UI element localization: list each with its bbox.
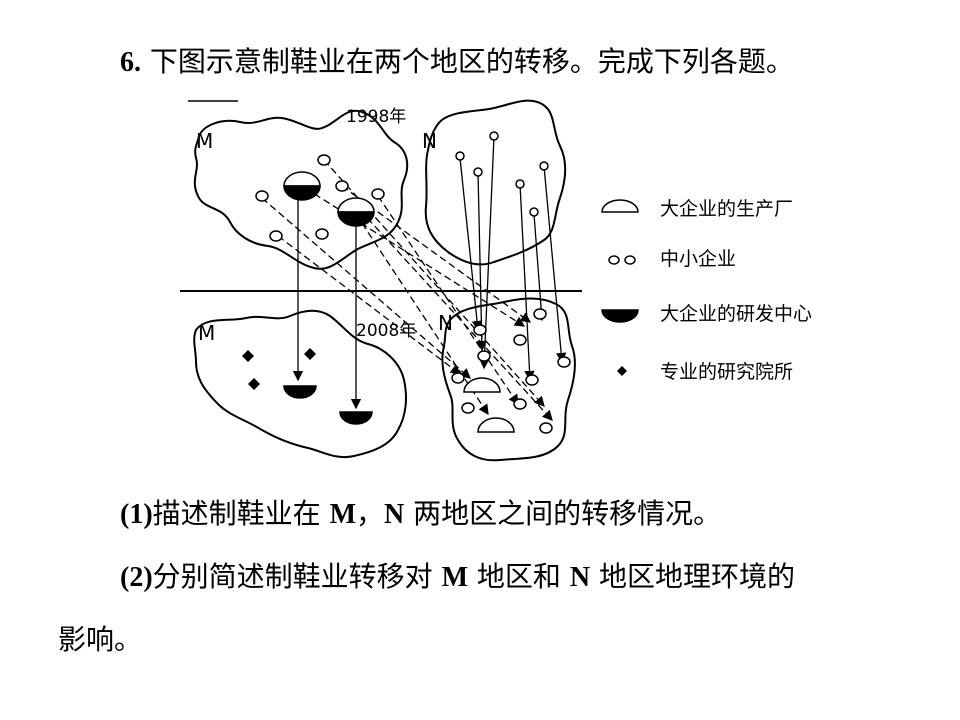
sub-question-2-region-n: N: [569, 562, 591, 593]
legend-label-rd-center: 大企业的研发中心: [660, 303, 812, 325]
sub-question-2-continuation: 影响。: [58, 623, 143, 656]
m-2008-rd-centers: [283, 385, 373, 425]
half-disc-outline-icon: [601, 199, 639, 213]
sub-question-2-region-m: M: [441, 562, 468, 593]
n-2008-small-enterprises: [451, 308, 571, 434]
question-stem: 6. 下图示意制鞋业在两个地区的转移。完成下列各题。: [120, 42, 794, 83]
year-1998-label: 1998年: [346, 107, 406, 127]
half-disc-filled-icon: [601, 309, 639, 323]
sub-question-1-region-m: M: [329, 499, 356, 530]
legend-label-production-factory: 大企业的生产厂: [660, 198, 793, 220]
sub-question-1-text-a: 描述制鞋业在: [152, 497, 330, 530]
legend: 大企业的生产厂 中小企业 大企业的研发中心 专业的研究院所: [601, 198, 812, 383]
n-2008-production-factories: [463, 377, 515, 433]
region-m-1998-label: M: [196, 129, 213, 153]
small-circles-icon: [608, 255, 636, 265]
sub-question-2-number: (2): [120, 562, 153, 593]
sub-question-1-text-b: 两地区之间的转移情况。: [404, 497, 722, 530]
m-2008-research-institutes: [242, 348, 316, 390]
region-n-2008-outline: [441, 297, 576, 462]
legend-label-small-enterprise: 中小企业: [660, 248, 736, 270]
question-number: 6: [120, 47, 134, 78]
region-n-1998-outline: [424, 99, 567, 266]
sub-question-2-text-a: 分别简述制鞋业转移对: [152, 560, 442, 593]
sub-question-1-comma: ，: [356, 497, 385, 530]
legend-label-research-institute: 专业的研究院所: [660, 361, 793, 383]
question-number-sep: .: [134, 47, 141, 78]
sub-question-2-text-c: 地区地理环境的: [590, 560, 795, 593]
question-stem-text: 下图示意制鞋业在两个地区的转移。完成下列各题。: [149, 45, 794, 78]
diamond-icon: [617, 366, 627, 376]
region-n-1998-label: N: [422, 129, 437, 153]
solid-transfer-arrows: [292, 135, 567, 410]
sub-question-1-number: (1): [120, 499, 153, 530]
sub-question-2: (2)分别简述制鞋业转移对 M 地区和 N 地区地理环境的: [120, 557, 795, 598]
region-m-2008-outline: [193, 309, 407, 458]
m-1998-small-enterprises: [255, 154, 385, 242]
region-n-2008-label: N: [438, 311, 453, 335]
sub-question-1: (1)描述制鞋业在 M，N 两地区之间的转移情况。: [120, 494, 721, 535]
m-1998-large-enterprises: [283, 171, 375, 227]
sub-question-2-text-b: 地区和: [468, 560, 570, 593]
region-m-1998-outline: [193, 109, 409, 270]
n-1998-small-enterprises: [455, 131, 549, 217]
year-2008-label: 2008年: [356, 321, 416, 341]
region-m-2008-label: M: [198, 321, 215, 345]
sub-question-1-region-n: N: [384, 499, 405, 530]
